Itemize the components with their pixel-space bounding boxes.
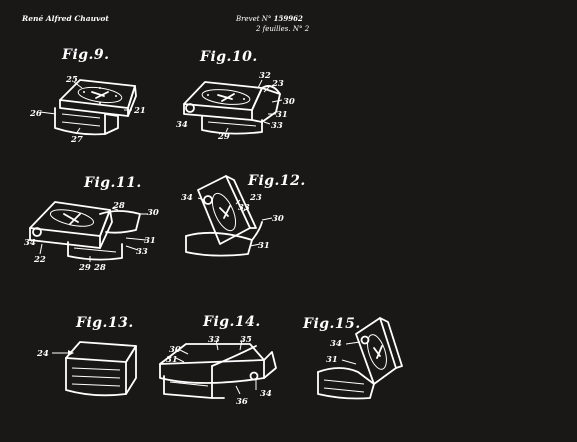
fig-11-ref-34: 34 <box>24 238 36 248</box>
fig-10-ref-31: 31 <box>276 110 288 120</box>
fig-11-ref-22: 22 <box>33 255 46 265</box>
fig-11-ref-28b: 28 <box>93 263 106 273</box>
fig-11-ref-28a: 28 <box>112 201 125 211</box>
fig-14-ref-35: 35 <box>240 335 252 345</box>
fig-12-label: Fig.12. <box>248 173 306 189</box>
fig-9-ref-21: 21 <box>133 106 146 116</box>
patent-info: Brevet N° 159962 2 feuilles. N° 2 <box>236 14 309 34</box>
fig-15-ref-34: 34 <box>330 339 342 349</box>
fig-10-label: Fig.10. <box>200 49 258 65</box>
fig-12-ref-34: 34 <box>181 193 193 203</box>
fig-15-label: Fig.15. <box>303 316 361 332</box>
brevet-prefix: Brevet N° <box>236 15 272 23</box>
fig-10-ref-33: 33 <box>271 121 283 131</box>
fig-12-ref-31: 31 <box>258 241 270 251</box>
fig-11-drawing <box>29 201 148 262</box>
fig-9-label: Fig.9. <box>62 47 110 63</box>
fig-11-ref-29: 29 <box>78 263 91 273</box>
sheet-number: N° 2 <box>292 25 310 33</box>
fig-10-ref-32: 32 <box>259 71 271 81</box>
fig-10-drawing <box>183 79 283 135</box>
fig-11-ref-33: 33 <box>136 247 148 257</box>
fig-10-ref-34: 34 <box>176 120 188 130</box>
fig-14-ref-34: 34 <box>260 389 272 399</box>
fig-12-drawing <box>185 175 273 257</box>
sheet-line: 2 feuilles. N° 2 <box>256 24 309 34</box>
fig-9-ref-25: 25 <box>65 75 78 85</box>
fig-15-drawing <box>317 317 403 400</box>
fig-10-ref-29: 29 <box>217 132 230 142</box>
fig-14-drawing <box>159 339 277 399</box>
fig-10-ref-23: 23 <box>271 79 284 89</box>
inventor-name: René Alfred Chauvot <box>22 14 109 23</box>
fig-15-ref-31: 31 <box>326 355 338 365</box>
fig-12-ref-33: 33 <box>238 203 250 213</box>
fig-12-ref-30: 30 <box>272 214 284 224</box>
fig-11-ref-31: 31 <box>144 236 156 246</box>
fig-11-ref-30: 30 <box>147 208 159 218</box>
fig-9-ref-27: 27 <box>70 135 83 145</box>
fig-13-ref-24: 24 <box>36 349 49 359</box>
brevet-number: 159962 <box>273 14 303 23</box>
brevet-line: Brevet N° 159962 <box>236 14 309 24</box>
fig-14-ref-33: 33 <box>208 335 220 345</box>
fig-13-label: Fig.13. <box>76 315 134 331</box>
fig-10-ref-30: 30 <box>283 97 295 107</box>
fig-14-ref-30: 30 <box>169 345 181 355</box>
fig-9-drawing <box>39 79 137 136</box>
fig-9-ref-26: 26 <box>29 109 42 119</box>
fig-14-ref-31: 31 <box>166 355 178 365</box>
fig-11-label: Fig.11. <box>84 175 142 191</box>
fig-14-label: Fig.14. <box>203 314 261 330</box>
fig-13-drawing <box>52 341 137 397</box>
sheet-count: 2 feuilles. <box>256 25 291 33</box>
fig-12-ref-23: 23 <box>249 193 262 203</box>
fig-14-ref-36: 36 <box>236 397 248 407</box>
